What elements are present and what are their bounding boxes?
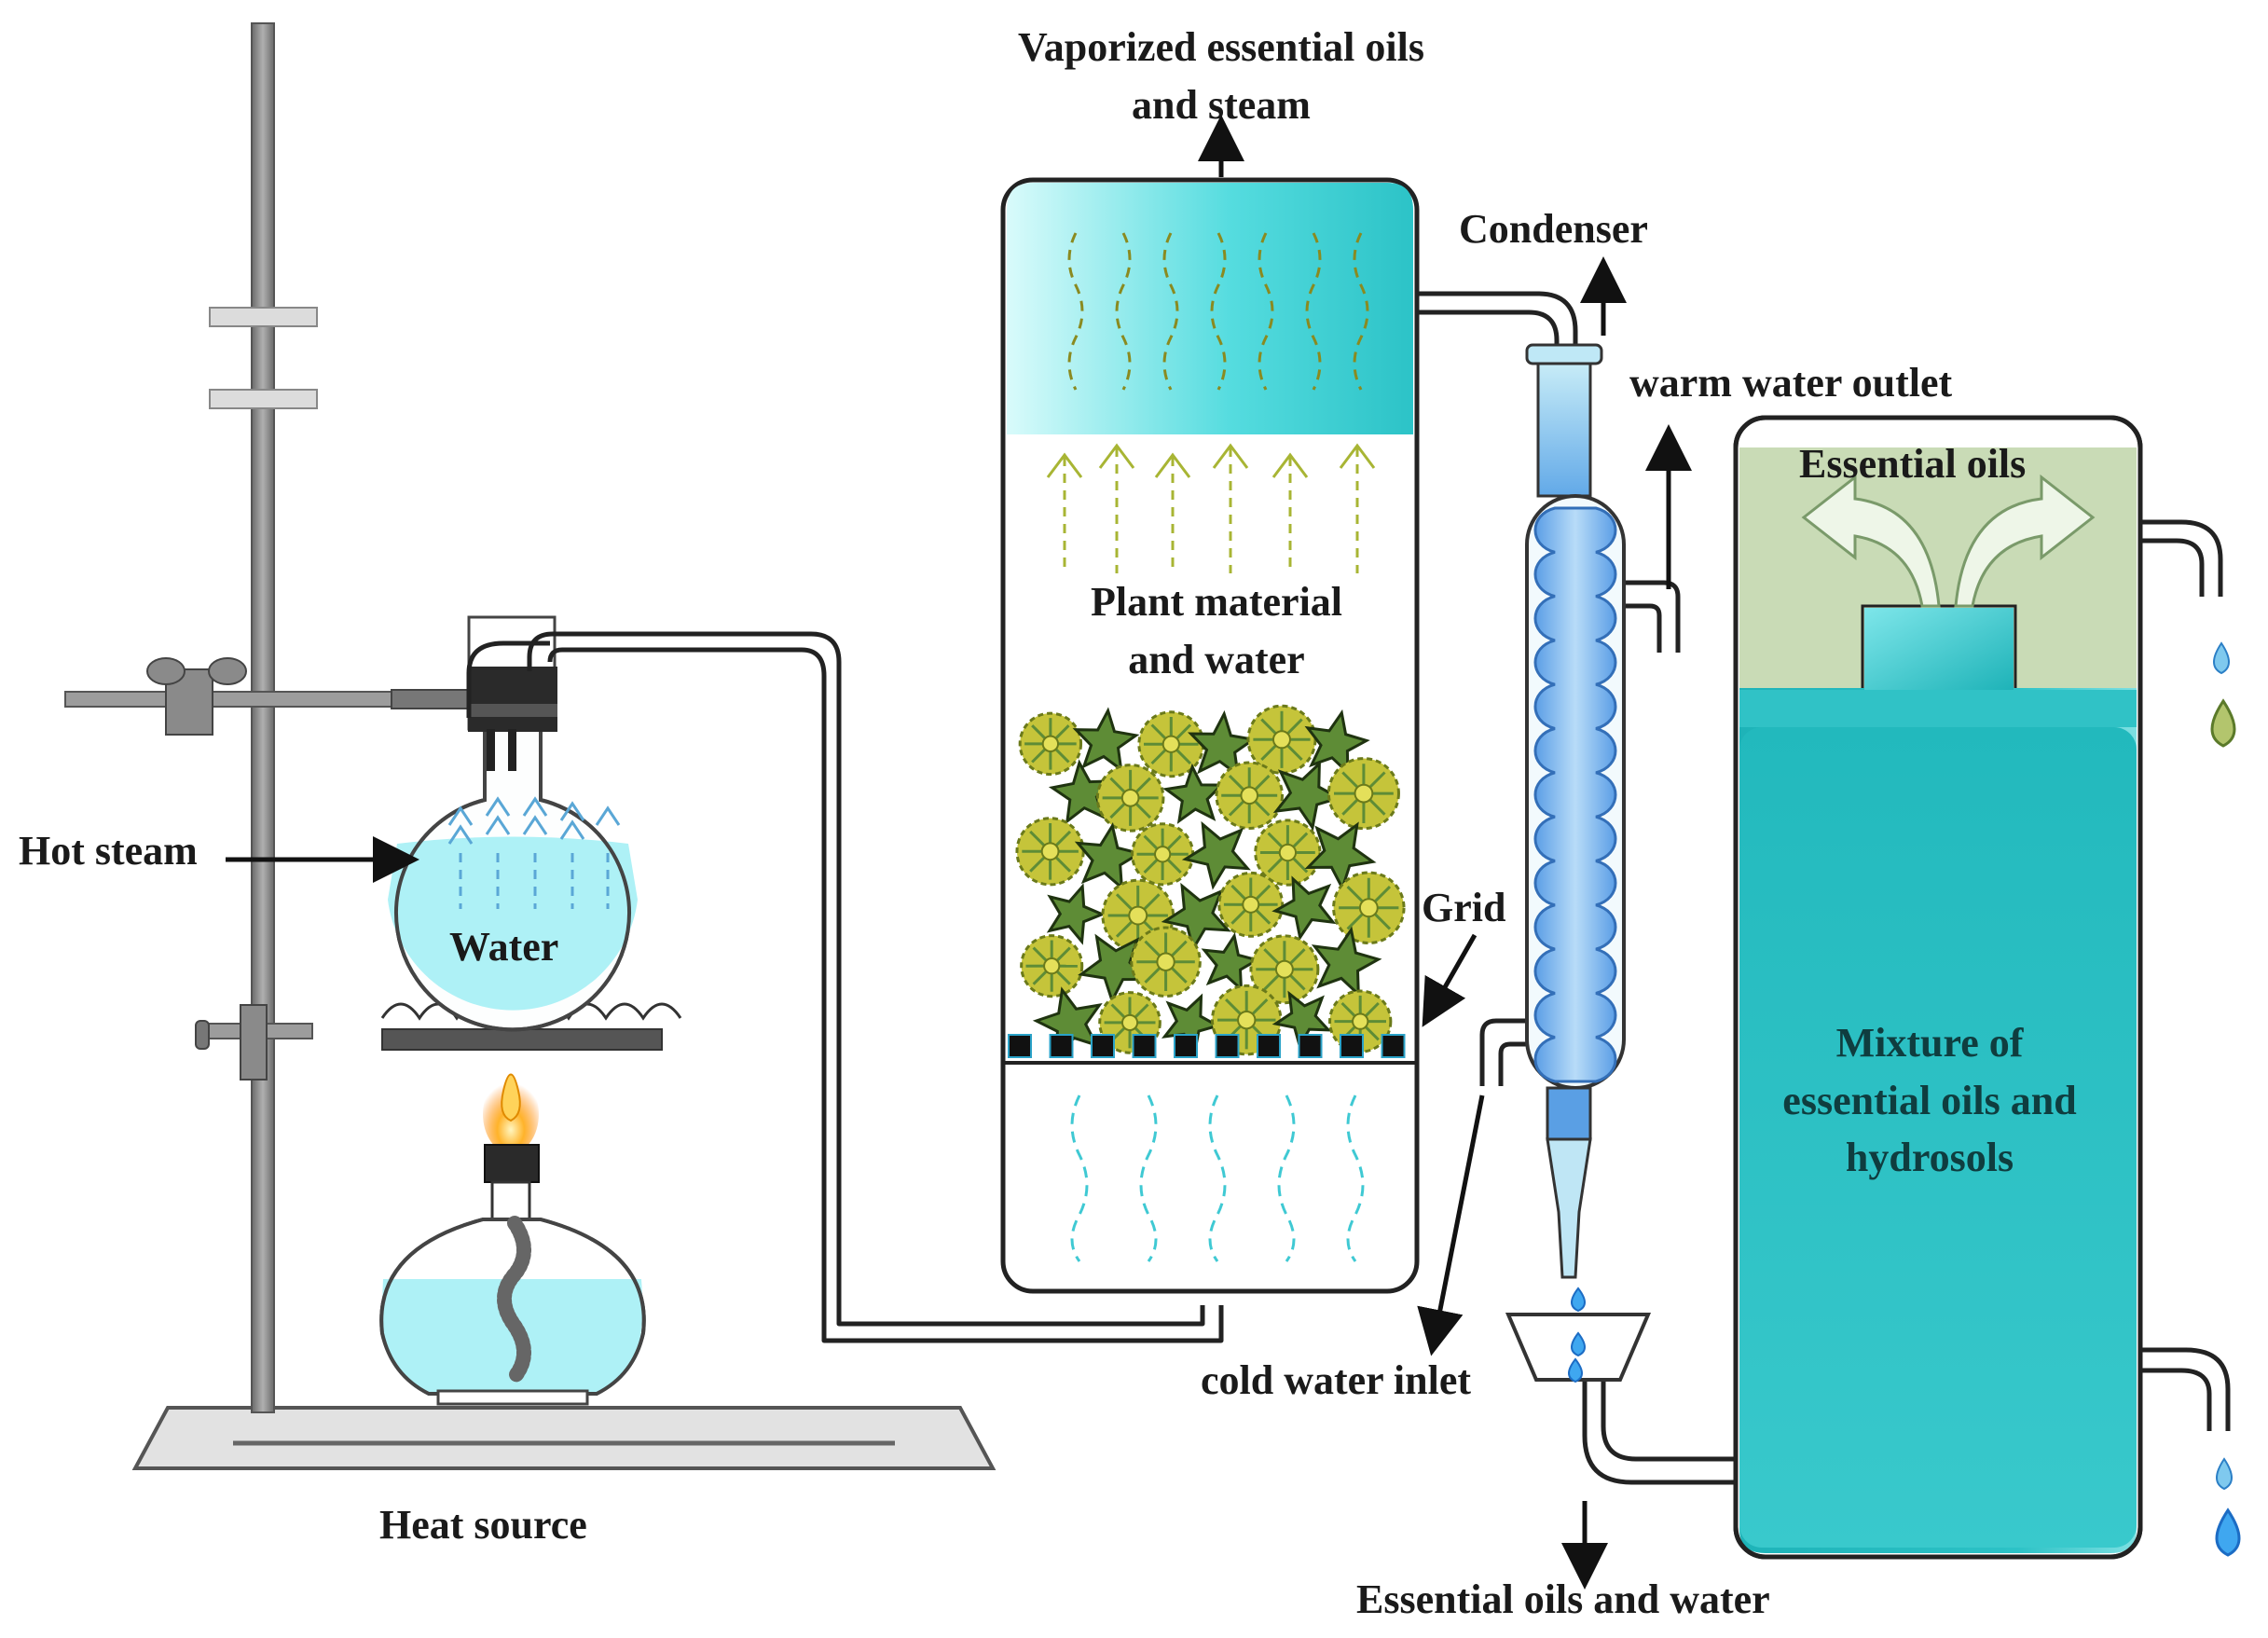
flower (1020, 713, 1080, 774)
grid-square (1382, 1035, 1405, 1057)
label-heat-source: Heat source (379, 1496, 587, 1554)
label-vaporized-line1: Vaporized essential oils (1018, 19, 1424, 76)
condenser (1508, 345, 1648, 1382)
label-grid: Grid (1422, 879, 1505, 937)
label-essential-oils: Essential oils (1799, 435, 2026, 493)
flower (1097, 765, 1163, 832)
distillation-column (1003, 180, 1417, 1291)
grid-square (1134, 1035, 1156, 1057)
label-hot-steam: Hot steam (19, 822, 198, 880)
label-plant-line1: Plant material (1091, 573, 1342, 631)
label-water: Water (449, 918, 558, 976)
label-mixture-line3: hydrosols (1782, 1129, 2076, 1187)
flower (1334, 873, 1404, 943)
alcohol-burner (381, 1075, 644, 1405)
grid-square (1051, 1035, 1073, 1057)
label-essential-oils-and-water: Essential oils and water (1356, 1571, 1770, 1629)
flower (1017, 819, 1083, 885)
label-plant-line2: and water (1091, 631, 1342, 689)
label-cold-water-inlet: cold water inlet (1201, 1352, 1471, 1410)
flower (1133, 824, 1193, 885)
flower (1132, 928, 1201, 997)
label-condenser: Condenser (1459, 200, 1648, 258)
grid-square (1299, 1035, 1322, 1057)
label-mixture-line1: Mixture of (1782, 1014, 2076, 1072)
flower (1216, 763, 1283, 829)
grid-square (1340, 1035, 1363, 1057)
grid-square (1009, 1035, 1031, 1057)
label-vaporized-line2: and steam (1018, 76, 1424, 134)
label-mixture-line2: essential oils and (1782, 1072, 2076, 1130)
grid-square (1092, 1035, 1114, 1057)
label-warm-water-outlet: warm water outlet (1629, 354, 1952, 412)
grid-square (1175, 1035, 1197, 1057)
flower (1022, 936, 1082, 997)
grid-square (1216, 1035, 1239, 1057)
label-vaporized: Vaporized essential oils and steam (1018, 19, 1424, 133)
flower (1328, 759, 1398, 829)
grid-square (1258, 1035, 1280, 1057)
separator-tank (1736, 418, 2140, 1557)
flower (1219, 873, 1283, 936)
label-plant-material: Plant material and water (1091, 573, 1342, 688)
label-mixture: Mixture of essential oils and hydrosols (1782, 1014, 2076, 1187)
